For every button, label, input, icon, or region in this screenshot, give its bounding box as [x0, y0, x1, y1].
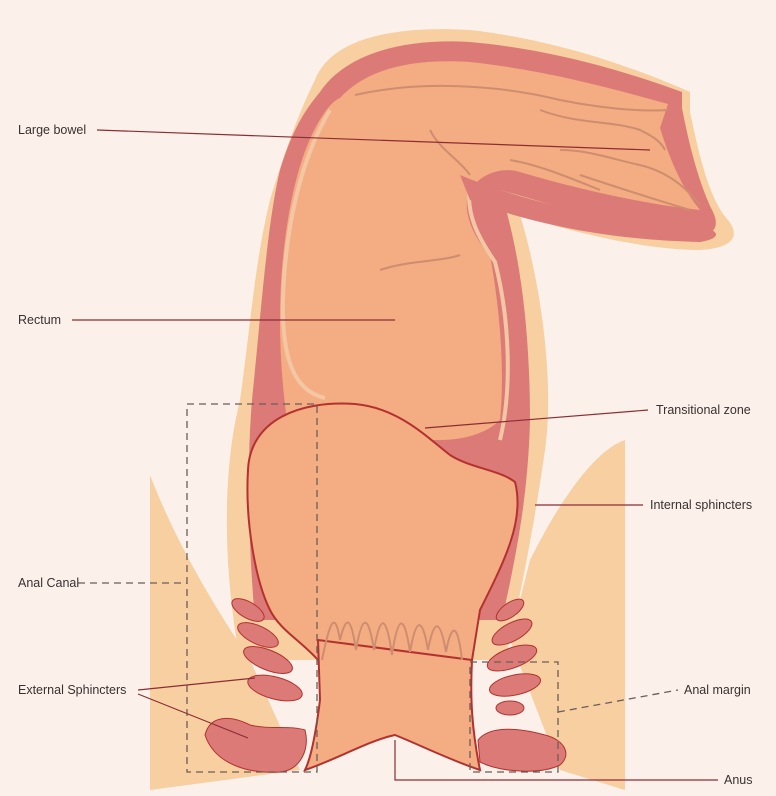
label-anal-margin: Anal margin: [684, 683, 751, 697]
label-internal-sphincters: Internal sphincters: [650, 498, 752, 512]
label-large-bowel: Large bowel: [18, 123, 86, 137]
anal-canal-column: [305, 640, 480, 770]
label-anus: Anus: [724, 773, 753, 787]
label-transitional-zone: Transitional zone: [656, 403, 751, 417]
label-anal-canal: Anal Canal: [18, 576, 79, 590]
label-rectum: Rectum: [18, 313, 61, 327]
label-external-sphincters: External Sphincters: [18, 683, 126, 697]
